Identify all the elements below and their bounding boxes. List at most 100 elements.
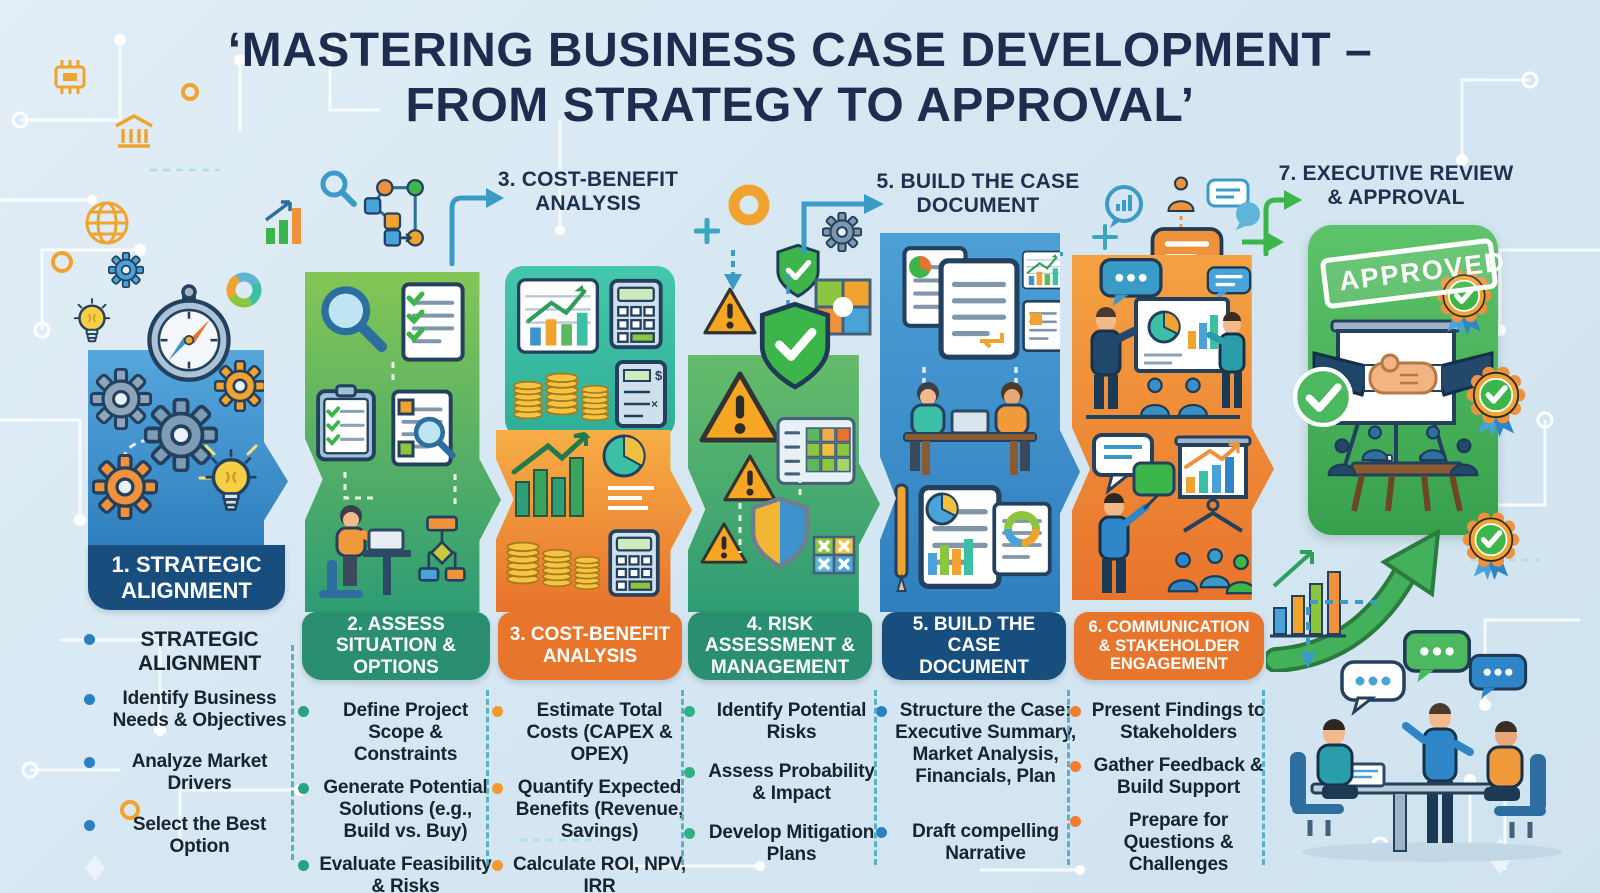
step-6-header-band: 6. COMMUNICATION & STAKEHOLDER ENGAGEMEN…	[1074, 612, 1264, 680]
bullet-item: Quantify Expected Benefits (Revenue, Sav…	[492, 777, 688, 843]
svg-text:$: $	[655, 368, 663, 383]
bullet-dot	[298, 783, 309, 795]
green-dots-bubble-icon	[1402, 629, 1472, 685]
step-4-illustration-box	[688, 355, 880, 612]
globe-icon	[85, 201, 129, 245]
plus-deco-1-icon	[694, 218, 720, 244]
bullet-item: Draft compelling Narrative	[876, 821, 1076, 865]
top-label-step-3: 3. COST-BENEFIT ANALYSIS	[497, 168, 679, 215]
bullet-item: Gather Feedback & Build Support	[1070, 755, 1268, 799]
step-1-header-label: 1. STRATEGIC ALIGNMENT	[111, 552, 262, 603]
bullet-dot	[684, 828, 695, 840]
column-separator-6	[1262, 690, 1265, 865]
compass-icon	[146, 276, 232, 396]
step-3-header-label: 3. COST-BENEFIT ANALYSIS	[509, 624, 671, 667]
step-5-illustration-box	[880, 233, 1080, 612]
bullet-dot	[298, 706, 309, 717]
bullet-item: Analyze Market Drivers	[84, 751, 296, 795]
gear-deco-icon	[108, 252, 144, 288]
shield-check-large-icon	[756, 300, 834, 400]
bullet-item: Structure the Case: Executive Summary, M…	[876, 700, 1076, 788]
bullet-item: Select the Best Option	[84, 814, 296, 858]
person-at-laptop-art	[319, 505, 411, 598]
bullet-dot	[298, 860, 309, 872]
growth-bars-icon	[264, 200, 301, 244]
bullet-item: Present Findings to Stakeholders	[1070, 700, 1268, 744]
svg-text:×: ×	[651, 397, 658, 411]
chart-bubble-icon	[1105, 185, 1143, 228]
bullet-dot	[1070, 706, 1081, 717]
step-6-communication-art	[1086, 257, 1252, 595]
step-3-header-band: 3. COST-BENEFIT ANALYSIS	[498, 612, 682, 680]
check-circle-icon	[1292, 366, 1354, 428]
bullet-dot	[84, 756, 95, 768]
white-dots-bubble-icon	[1340, 660, 1406, 716]
step-4-risk-art	[688, 355, 856, 575]
bullet-dot	[492, 860, 503, 872]
bullet-dot	[84, 693, 95, 705]
elbow-arrow-1-icon	[449, 188, 504, 266]
bullet-dot	[684, 706, 695, 717]
bullet-dot	[876, 827, 887, 839]
bullet-dot	[84, 634, 95, 645]
step-1-header-band: 1. STRATEGIC ALIGNMENT	[88, 545, 285, 610]
step-6-header-label: 6. COMMUNICATION & STAKEHOLDER ENGAGEMEN…	[1088, 617, 1250, 674]
step-5-header-band: 5. BUILD THE CASE DOCUMENT	[882, 612, 1066, 680]
chip-icon	[54, 60, 86, 94]
top-label-step-5: 5. BUILD THE CASE DOCUMENT	[876, 170, 1080, 217]
step-4-header-band: 4. RISK ASSESSMENT & MANAGEMENT	[688, 612, 872, 680]
step-4-bullet-list: Identify Potential Risks Assess Probabil…	[684, 700, 880, 866]
step-4-header-label: 4. RISK ASSESSMENT & MANAGEMENT	[705, 613, 855, 678]
co-presenter-art	[1206, 312, 1246, 408]
step-2-research-art	[305, 272, 467, 598]
dashed-down-arrow-icon	[1300, 600, 1378, 668]
chat-bubbles-deco-icon	[1206, 178, 1260, 230]
step-5-bullet-list: Structure the Case: Executive Summary, M…	[876, 700, 1076, 865]
presenter-art	[1090, 307, 1138, 409]
bullet-item: Estimate Total Costs (CAPEX & OPEX)	[492, 700, 688, 766]
column-separator-4	[874, 690, 877, 865]
top-label-step-7: 7. EXECUTIVE REVIEW & APPROVAL	[1278, 162, 1514, 209]
stakeholder-meeting-art	[1290, 703, 1562, 862]
bullet-item: STRATEGIC ALIGNMENT	[84, 628, 296, 677]
step-1-illustration-box	[88, 350, 288, 546]
person-deco-icon	[1167, 176, 1195, 230]
column-separator-1	[291, 645, 294, 860]
rosette-badge-lower-icon	[1462, 508, 1520, 582]
elbow-arrow-2-icon	[801, 194, 884, 255]
bullet-item: Define Project Scope & Constraints	[298, 700, 494, 766]
boardroom-art	[1327, 425, 1479, 512]
bullet-dot	[876, 706, 887, 717]
meeting-presenter-art	[1402, 703, 1474, 843]
bullet-item: Identify Business Needs & Objectives	[84, 688, 296, 732]
down-arrow-dashed-icon	[724, 250, 742, 290]
bullet-item: Evaluate Feasibility & Risks	[298, 854, 494, 893]
bullet-dot	[492, 783, 503, 795]
bullet-dot	[1070, 816, 1081, 828]
step-6-illustration-box	[1072, 255, 1274, 600]
title-line-2: FROM STRATEGY TO APPROVAL’	[405, 78, 1195, 132]
flow-network-icon	[363, 178, 425, 248]
rosette-badge-right-icon	[1466, 362, 1526, 440]
step-5-header-label: 5. BUILD THE CASE DOCUMENT	[912, 613, 1036, 678]
step-2-bullet-list: Define Project Scope & Constraints Gener…	[298, 700, 494, 893]
step-1-bullet-list: STRATEGIC ALIGNMENT Identify Business Ne…	[84, 628, 296, 858]
step-5-documents-art	[894, 233, 1060, 592]
bullet-item: Generate Potential Solutions (e.g., Buil…	[298, 777, 494, 843]
plus-deco-2-icon	[1092, 224, 1118, 250]
bullet-item: Identify Potential Risks	[684, 700, 880, 744]
column-separator-2	[486, 690, 489, 865]
title-line-1: ‘MASTERING BUSINESS CASE DEVELOPMENT –	[227, 24, 1373, 77]
two-people-meeting-art	[903, 382, 1037, 475]
column-separator-5	[1067, 690, 1070, 865]
bullet-item: Develop Mitigation Plans	[684, 822, 880, 866]
step-3-lower-illustration-box	[496, 430, 692, 612]
step-3-chart-calc-art: $ ×	[512, 266, 667, 428]
bullet-item: Calculate ROI, NPV, IRR	[492, 854, 688, 893]
step-3-roi-art	[505, 431, 670, 612]
green-elbow-arrow-icon	[1263, 190, 1302, 256]
bullet-dot	[492, 706, 503, 717]
step-2-illustration-box	[305, 272, 501, 612]
bullet-dot	[84, 819, 95, 831]
